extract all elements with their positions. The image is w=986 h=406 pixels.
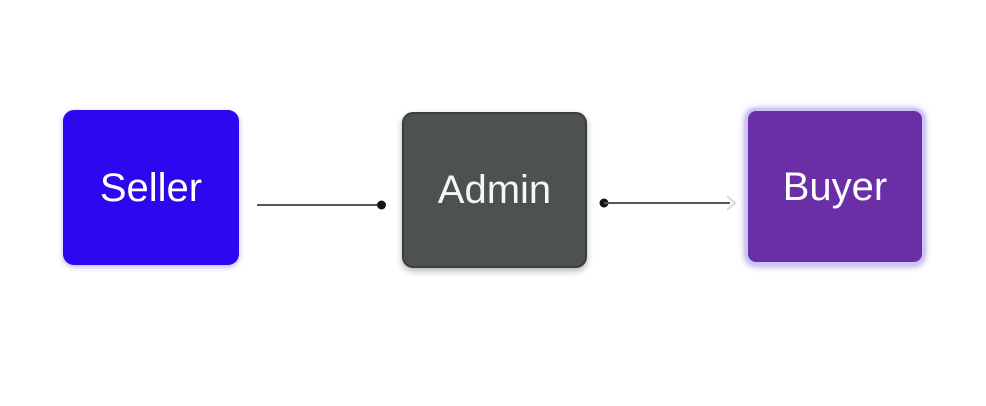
arrowhead-icon [726,195,737,211]
node-seller[interactable]: Seller [63,110,239,265]
edge-endpoint-dot[interactable] [377,200,386,210]
node-seller-label: Seller [99,165,203,210]
node-buyer-label: Buyer [782,164,888,209]
node-admin-label: Admin [437,168,552,212]
edge-admin-buyer[interactable] [599,195,737,211]
node-admin[interactable]: Admin [402,112,587,268]
edge-seller-admin[interactable] [257,200,386,210]
node-buyer[interactable]: Buyer [745,108,925,265]
